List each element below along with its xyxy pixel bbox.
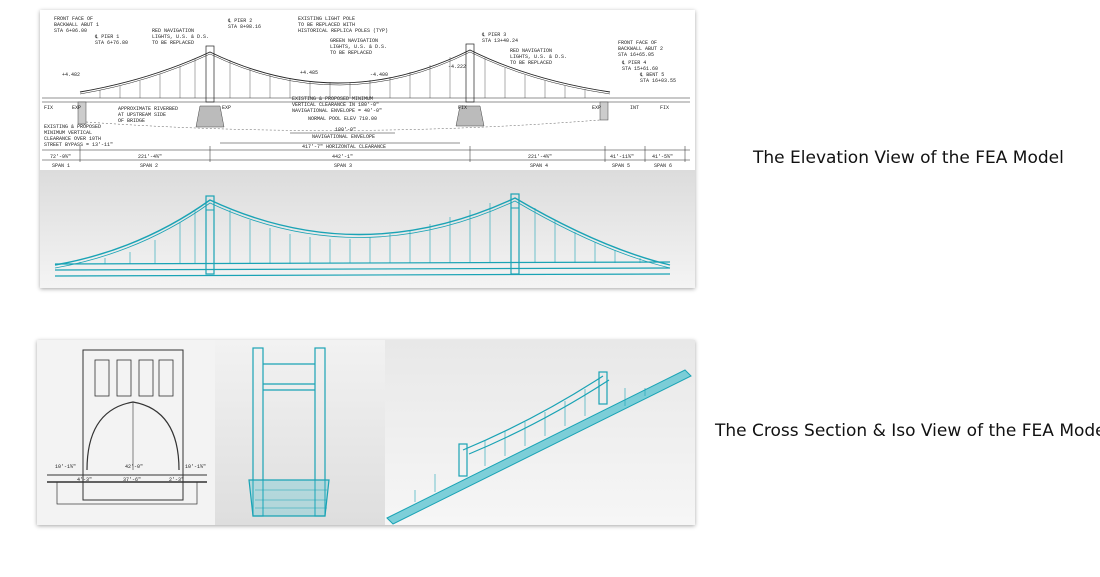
label-horiz-clear: 417'-7" HORIZONTAL CLEARANCE	[302, 144, 386, 150]
label-sta-right: STA 16+65.05	[618, 52, 654, 58]
span-dim-5: 41'-11¾"	[610, 154, 634, 160]
label-exp-3: EXP	[592, 105, 601, 111]
label-backwall-right: BACKWALL ABUT 2	[618, 46, 663, 52]
label-fix-left: FIX	[44, 105, 53, 111]
label-green-nav: GREEN NAVIGATION	[330, 38, 378, 44]
label-approx-riverbed: APPROXIMATE RIVERBED	[118, 106, 178, 112]
section-dim-sub-right: 2'-3"	[169, 477, 184, 483]
label-light-pole-2: TO BE REPLACED WITH	[298, 22, 355, 28]
label-grade-400: -4.400	[370, 72, 388, 78]
label-fix-right: FIX	[660, 105, 669, 111]
label-front-face-left: FRONT FACE OF	[54, 16, 93, 22]
label-exp-1: EXP	[72, 105, 81, 111]
label-pool-elev: NORMAL POOL ELEV 710.00	[308, 116, 377, 122]
label-pier4: ℄ PIER 4	[621, 60, 646, 66]
label-light-pole: EXISTING LIGHT POLE	[298, 16, 355, 22]
label-backwall-left: BACKWALL ABUT 1	[54, 22, 99, 28]
label-approx-riverbed-3: OF BRIDGE	[118, 118, 145, 124]
label-pier3: ℄ PIER 3	[481, 32, 506, 38]
label-pier1-sta: STA 6+76.80	[95, 40, 128, 46]
label-pier2-sta: STA 8+98.16	[228, 24, 261, 30]
span-dim-4: 221'-4¾"	[528, 154, 552, 160]
label-green-nav-2: LIGHTS, U.S. & D.S.	[330, 44, 387, 50]
section-dim-left: 10'-1¾"	[55, 464, 76, 470]
label-bent5-sta: STA 16+03.55	[640, 78, 676, 84]
section-dim-center: 42'-0"	[125, 464, 143, 470]
label-green-nav-3: TO BE REPLACED	[330, 50, 372, 56]
label-red-nav-right-3: TO BE REPLACED	[510, 60, 552, 66]
label-sta-left: STA 6+06.00	[54, 28, 87, 34]
label-int: INT	[630, 105, 639, 111]
label-front-face-right: FRONT FACE OF	[618, 40, 657, 46]
span-label-1: SPAN 1	[52, 163, 70, 169]
span-dim-2: 221'-4¾"	[138, 154, 162, 160]
label-clearance-note-2: VERTICAL CLEARANCE IN 180'-0"	[292, 102, 379, 108]
span-label-5: SPAN 5	[612, 163, 630, 169]
label-red-nav-right: RED NAVIGATION	[510, 48, 552, 54]
label-bent5: ℄ BENT 5	[639, 72, 664, 78]
label-nav-envelope-dim: 180'-0"	[335, 127, 356, 133]
label-red-nav-left-2: LIGHTS, U.S. & D.S.	[152, 34, 209, 40]
span-dim-6: 41'-5¾"	[652, 154, 673, 160]
fea-iso-model	[385, 340, 695, 525]
span-dim-3: 442'-1"	[332, 154, 353, 160]
span-label-6: SPAN 6	[654, 163, 672, 169]
section-dim-right: 10'-1¾"	[185, 464, 206, 470]
span-label-4: SPAN 4	[530, 163, 548, 169]
caption-elevation: The Elevation View of the FEA Model	[753, 148, 1064, 168]
span-label-2: SPAN 2	[140, 163, 158, 169]
elevation-drawing: FRONT FACE OF BACKWALL ABUT 1 STA 6+06.0…	[40, 10, 695, 170]
label-fix-mid: FIX	[458, 105, 467, 111]
label-pier1: ℄ PIER 1	[94, 34, 119, 40]
label-pier3-sta: STA 13+40.24	[482, 38, 518, 44]
label-red-nav-left: RED NAVIGATION	[152, 28, 194, 34]
label-grade-222: -4.222	[448, 64, 466, 70]
fea-cross-section	[215, 340, 385, 525]
label-nav-envelope: NAVIGATIONAL ENVELOPE	[312, 134, 375, 140]
section-dim-sub-left: 4'-3"	[77, 477, 92, 483]
label-min-vert-2: MINIMUM VERTICAL	[44, 130, 92, 136]
section-dim-sub-center: 37'-6"	[123, 477, 141, 483]
elevation-panel: FRONT FACE OF BACKWALL ABUT 1 STA 6+06.0…	[40, 10, 695, 288]
label-red-nav-right-2: LIGHTS, U.S. & D.S.	[510, 54, 567, 60]
label-min-vert-3: CLEARANCE OVER 10TH	[44, 136, 101, 142]
span-dim-1: 72'-9¾"	[50, 154, 71, 160]
cross-section-panel: 10'-1¾" 42'-0" 10'-1¾" 4'-3" 37'-6" 2'-3…	[37, 340, 695, 525]
section-drawing: 10'-1¾" 42'-0" 10'-1¾" 4'-3" 37'-6" 2'-3…	[37, 340, 215, 525]
label-pier4-sta: STA 15+61.60	[622, 66, 658, 72]
label-red-nav-left-3: TO BE REPLACED	[152, 40, 194, 46]
label-min-vert: EXISTING & PROPOSED	[44, 124, 101, 130]
label-min-vert-4: STREET BYPASS = 13'-11"	[44, 142, 113, 148]
caption-cross-iso: The Cross Section & Iso View of the FEA …	[715, 421, 1100, 441]
label-light-pole-3: HISTORICAL REPLICA POLES (TYP)	[298, 28, 388, 34]
fea-elevation-model	[40, 170, 695, 288]
label-grade-485: +4.485	[300, 70, 318, 76]
span-label-3: SPAN 3	[334, 163, 352, 169]
label-grade-482: +4.482	[62, 72, 80, 78]
label-clearance-note: EXISTING & PROPOSED MINIMUM	[292, 96, 373, 102]
label-pier2: ℄ PIER 2	[227, 18, 252, 24]
label-exp-2: EXP	[222, 105, 231, 111]
label-clearance-note-3: NAVIGATIONAL ENVELOPE = 40'-0"	[292, 108, 382, 114]
label-approx-riverbed-2: AT UPSTREAM SIDE	[118, 112, 166, 118]
